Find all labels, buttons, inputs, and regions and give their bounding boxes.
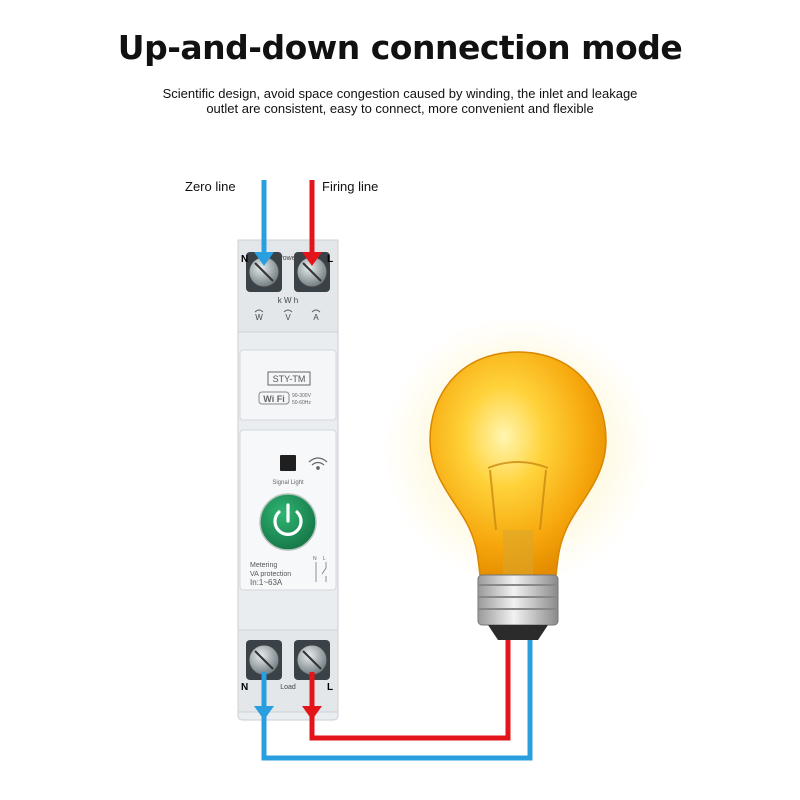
wifi-signal-icon xyxy=(308,457,328,470)
v-label: V xyxy=(285,313,291,322)
va-protection-label: VA protection xyxy=(250,571,291,578)
current-range-label: In:1~63A xyxy=(250,578,283,587)
switch-n-label: N xyxy=(313,556,317,562)
power-label: Power xyxy=(278,255,299,262)
wifi-logo: Wi Fi xyxy=(263,394,284,404)
input-wires xyxy=(254,180,322,266)
bottom-l-label: L xyxy=(327,682,333,693)
neutral-out-arrow-icon xyxy=(254,706,274,720)
bottom-n-label: N xyxy=(241,682,248,693)
switch-l-label: L xyxy=(323,556,326,562)
w-label: W xyxy=(255,313,263,322)
signal-light-label: Signal Light xyxy=(272,480,304,486)
signal-light-indicator xyxy=(280,455,296,471)
kwh-label: k W h xyxy=(278,296,298,305)
smart-breaker: N L Power k W h W V A STY-TM Wi Fi 90-30… xyxy=(237,239,339,721)
top-n-label: N xyxy=(241,254,248,265)
page-title: Up-and-down connection mode xyxy=(117,28,683,67)
frequency-label: 50-60Hz xyxy=(292,400,311,406)
model-label: STY-TM xyxy=(273,374,306,384)
firing-line-label: Firing line xyxy=(322,179,379,194)
switch-schematic-icon xyxy=(315,562,327,582)
metering-label: Metering xyxy=(250,562,277,569)
neutral-in-arrow-icon xyxy=(254,252,274,266)
a-label: A xyxy=(313,313,319,322)
output-wires xyxy=(254,638,533,761)
power-icon xyxy=(273,503,303,536)
live-in-arrow-icon xyxy=(302,252,322,266)
light-bulb-icon xyxy=(383,315,653,640)
live-out-arrow-icon xyxy=(302,706,322,720)
top-l-label: L xyxy=(327,254,333,265)
voltage-label: 90-300V xyxy=(292,393,312,399)
subtitle-line-2: outlet are consistent, easy to connect, … xyxy=(206,101,594,116)
zero-line-label: Zero line xyxy=(185,179,236,194)
live-wire xyxy=(309,638,511,741)
subtitle-line-1: Scientific design, avoid space congestio… xyxy=(162,86,638,101)
load-label: Load xyxy=(280,684,296,691)
